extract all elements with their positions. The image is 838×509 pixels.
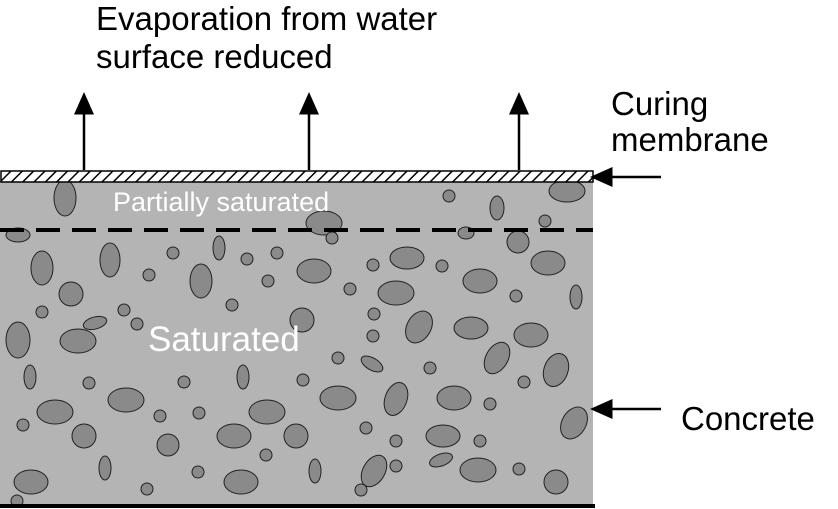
aggregate-particle bbox=[23, 364, 37, 390]
aggregate-particle bbox=[248, 399, 286, 425]
aggregate-particle bbox=[435, 259, 449, 273]
aggregate-particle bbox=[405, 310, 433, 344]
aggregate-particle bbox=[36, 399, 74, 425]
aggregate-particle bbox=[319, 385, 357, 411]
membrane-label-line-2: membrane bbox=[611, 121, 769, 158]
aggregate-particle bbox=[225, 298, 239, 312]
aggregate-particle bbox=[140, 482, 154, 496]
aggregate-particle bbox=[177, 375, 191, 389]
aggregate-particle bbox=[153, 409, 167, 423]
aggregate-particle bbox=[223, 469, 259, 495]
aggregate-particle bbox=[82, 315, 108, 331]
aggregate-particle bbox=[530, 250, 566, 276]
aggregate-particle bbox=[354, 483, 368, 497]
aggregate-particle bbox=[192, 406, 206, 420]
aggregate-particle bbox=[459, 457, 497, 483]
aggregate-particle bbox=[512, 462, 526, 476]
aggregate-particle bbox=[99, 242, 121, 278]
aggregate-particle bbox=[16, 418, 30, 432]
aggregate-particle bbox=[383, 382, 409, 416]
aggregate-particle bbox=[240, 252, 254, 266]
aggregate-particle bbox=[423, 361, 437, 375]
aggregate-particle bbox=[389, 459, 403, 473]
aggregate-particle bbox=[107, 387, 145, 413]
aggregate-particle bbox=[483, 397, 497, 411]
aggregate-particle bbox=[270, 246, 284, 260]
aggregate-particle bbox=[473, 434, 487, 448]
aggregate-particle bbox=[517, 375, 531, 389]
aggregate-particle bbox=[367, 307, 381, 321]
aggregate-particle bbox=[331, 351, 345, 365]
aggregate-particle bbox=[389, 246, 425, 270]
aggregate-particle bbox=[436, 385, 472, 411]
aggregate-particle bbox=[425, 424, 461, 448]
aggregate-particle bbox=[289, 307, 315, 333]
aggregate-particle bbox=[156, 433, 180, 457]
aggregate-particle bbox=[71, 423, 97, 449]
aggregate-particle bbox=[236, 364, 250, 390]
curing-membrane bbox=[0, 170, 594, 183]
aggregate-particle bbox=[489, 195, 505, 221]
aggregate-particle bbox=[5, 321, 31, 359]
aggregate-particle bbox=[366, 329, 380, 343]
aggregate-particle bbox=[560, 406, 588, 440]
aggregate-particle bbox=[513, 322, 549, 348]
heading-line-2: surface reduced bbox=[96, 38, 333, 75]
aggregate-particle bbox=[389, 434, 403, 448]
aggregate-particle bbox=[59, 328, 97, 354]
saturated-label: Saturated bbox=[148, 320, 300, 359]
aggregate-particle bbox=[538, 214, 552, 228]
partially-saturated-label: Partially saturated bbox=[113, 187, 329, 217]
aggregate-particle bbox=[462, 268, 498, 294]
aggregate-particle bbox=[483, 341, 511, 375]
aggregate-particle bbox=[366, 258, 380, 272]
aggregate-particle bbox=[360, 355, 384, 373]
aggregate-particle bbox=[542, 353, 570, 387]
heading-line-1: Evaporation from water bbox=[96, 0, 437, 37]
aggregate-particle bbox=[130, 317, 144, 331]
aggregate-particle bbox=[259, 448, 273, 462]
aggregate-particle bbox=[453, 316, 489, 340]
evaporation-arrows bbox=[74, 92, 529, 170]
aggregate-particle bbox=[82, 376, 96, 390]
aggregate-particle bbox=[283, 423, 309, 449]
aggregate-particle bbox=[117, 303, 131, 317]
concrete-label: Concrete bbox=[681, 400, 815, 437]
concrete-slab bbox=[0, 181, 593, 506]
aggregate-particle bbox=[10, 494, 24, 506]
aggregate-particle bbox=[53, 181, 77, 217]
aggregate-particle bbox=[506, 230, 530, 254]
aggregate-particle bbox=[98, 455, 112, 481]
aggregate-particle bbox=[30, 250, 54, 286]
aggregate-particles bbox=[5, 181, 588, 506]
aggregate-particle bbox=[58, 281, 84, 307]
aggregate-particle bbox=[296, 258, 332, 284]
aggregate-particle bbox=[166, 246, 180, 260]
aggregate-particle bbox=[543, 469, 569, 495]
aggregate-particle bbox=[325, 231, 339, 245]
membrane-label-line-1: Curing bbox=[611, 85, 708, 122]
aggregate-particle bbox=[296, 373, 310, 387]
aggregate-particle bbox=[191, 465, 205, 479]
aggregate-particle bbox=[216, 423, 252, 449]
aggregate-particle bbox=[212, 235, 226, 261]
aggregate-particle bbox=[35, 305, 49, 319]
aggregate-particle bbox=[189, 263, 213, 299]
aggregate-particle bbox=[308, 458, 322, 484]
aggregate-particle bbox=[13, 469, 49, 495]
aggregate-particle bbox=[569, 284, 583, 310]
aggregate-particle bbox=[261, 274, 275, 288]
aggregate-particle bbox=[359, 421, 373, 435]
aggregate-particle bbox=[142, 268, 156, 282]
aggregate-particle bbox=[377, 280, 415, 306]
aggregate-particle bbox=[343, 282, 357, 296]
aggregate-particle bbox=[429, 452, 453, 468]
aggregate-particle bbox=[442, 189, 456, 203]
aggregate-particle bbox=[548, 181, 586, 203]
aggregate-particle bbox=[509, 289, 523, 303]
